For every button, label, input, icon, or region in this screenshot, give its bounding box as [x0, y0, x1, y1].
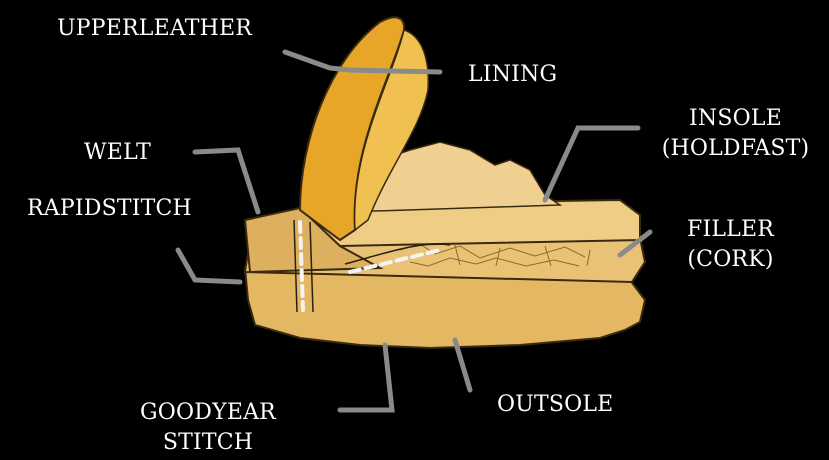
- label-insole: INSOLE (HOLDFAST): [648, 104, 823, 164]
- leader-upperleather: [285, 52, 350, 70]
- label-goodyear-line2: STITCH: [133, 428, 283, 458]
- leader-lining: [350, 70, 440, 72]
- label-upperleather: UPPERLEATHER: [57, 14, 252, 44]
- label-welt: WELT: [84, 138, 151, 168]
- label-lining: LINING: [468, 60, 557, 90]
- label-goodyear-line1: GOODYEAR: [133, 398, 283, 428]
- leader-welt: [195, 150, 258, 212]
- label-filler: FILLER (CORK): [673, 215, 788, 275]
- leader-insole: [545, 128, 638, 200]
- label-insole-line1: INSOLE: [648, 104, 823, 134]
- label-insole-line2: (HOLDFAST): [648, 134, 823, 164]
- label-goodyear-stitch: GOODYEAR STITCH: [133, 398, 283, 458]
- label-filler-line1: FILLER: [673, 215, 788, 245]
- label-filler-line2: (CORK): [673, 245, 788, 275]
- label-rapidstitch: RAPIDSTITCH: [27, 194, 192, 224]
- label-outsole: OUTSOLE: [497, 390, 613, 420]
- leader-goodyear: [340, 345, 392, 410]
- leader-rapidstitch: [178, 250, 240, 282]
